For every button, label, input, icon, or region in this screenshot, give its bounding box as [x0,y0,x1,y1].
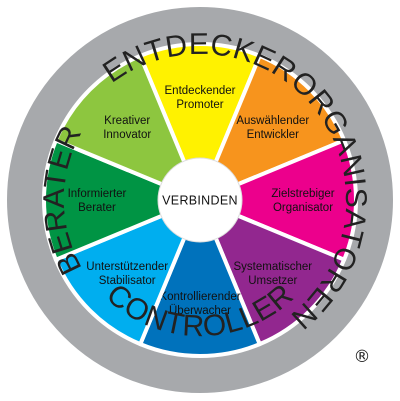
segment-label-line2: Stabilisator [99,275,156,287]
segment-label-line1: Auswählender [236,115,309,127]
segment-1 [138,41,262,202]
segment-label-line1: Kontrollierender [159,291,240,303]
segment-5 [138,198,262,359]
segment-label-line2: Entwickler [247,129,300,141]
segment-4 [198,198,347,347]
registered-trademark-icon: ® [354,347,371,367]
segment-label-line2: Überwacher [169,305,231,317]
segment-3 [198,138,359,262]
segment-8 [53,53,202,202]
segment-label-line2: Promoter [176,99,223,111]
segment-label-line1: Kreativer [104,115,150,127]
segment-2 [198,53,347,202]
segment-label-line1: Entdeckender [165,85,236,97]
segment-label-line2: Organisator [273,202,333,214]
segment-label-line2: Berater [78,202,116,214]
segment-6 [53,198,202,347]
center-hub [157,157,243,243]
segment-label-line1: Unterstützender [86,261,168,273]
segment-label-line2: Umsetzer [248,275,297,287]
segment-label-line1: Informierter [68,188,127,200]
segment-label-line2: Innovator [103,129,151,141]
segment-label-line1: Systematischer [233,261,312,273]
segment-7 [41,138,202,262]
center-label: VERBINDEN [162,194,238,208]
segment-label-line1: Zielstrebiger [271,188,334,200]
